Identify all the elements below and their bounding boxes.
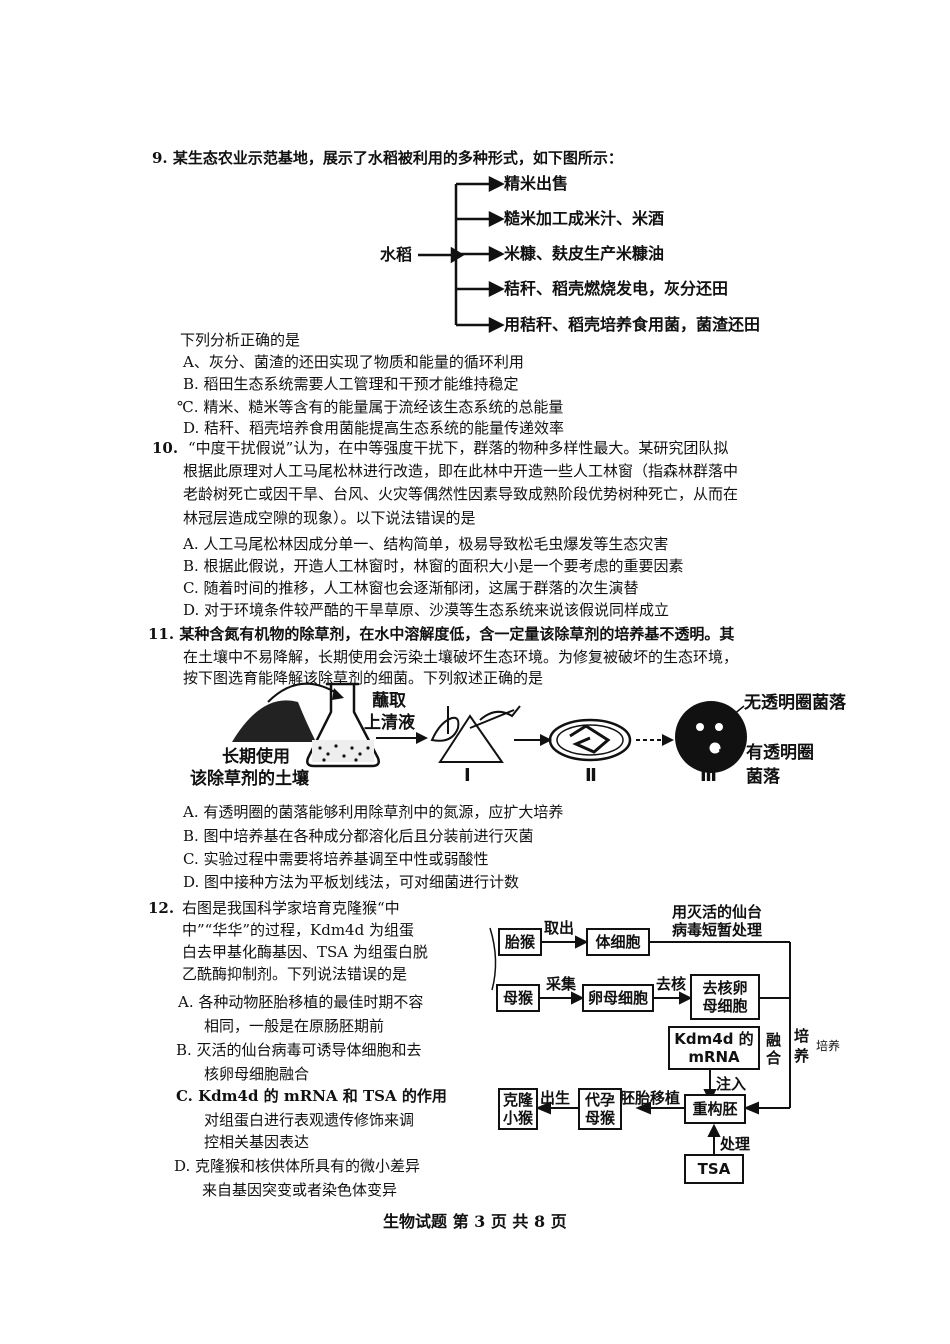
q12-option-c: C. Kdm4d 的 mRNA 和 TSA 的作用 [176, 1087, 447, 1105]
q9-option-d: D. 秸秆、稻壳培养食用菌能提高生态系统的能量传递效率 [183, 419, 565, 437]
q11-stage-iii: Ⅲ [700, 765, 718, 786]
page-footer: 生物试题 第 3 页 共 8 页 [383, 1212, 567, 1231]
q11-option-c: C. 实验过程中需要将培养基调至中性或弱酸性 [183, 850, 489, 868]
take-out-label: 取出 [544, 919, 575, 937]
fuse-label-2: 合 [766, 1049, 782, 1067]
birth-label: 出生 [540, 1089, 571, 1107]
q10-option-d: D. 对于环境条件较严酷的干旱草原、沙漠等生态系统来说该假说同样成立 [183, 601, 670, 619]
enucleated-oocyte-line1: 去核卵 [702, 979, 748, 997]
q12-option-a-cont: 相同，一般是在原肠胚期前 [204, 1017, 385, 1035]
clone-monkey-line2: 小猴 [502, 1109, 533, 1127]
enucleate-label: 去核 [656, 975, 687, 993]
q11-option-a: A. 有透明圈的菌落能够利用除草剂中的氮源，应扩大培养 [183, 803, 564, 821]
q12-line-3: 白去甲基化酶基因、TSA 为组蛋白脱 [182, 943, 428, 961]
q10-option-b: B. 根据此假说，开造人工林窗时，林窗的面积大小是一个要考虑的重要因素 [183, 557, 684, 575]
q11-stage-ii: Ⅱ [585, 765, 597, 786]
q11-line-1: 11. 某种含氮有机物的除草剂，在水中溶解度低，含一定量该除草剂的培养基不透明。… [148, 625, 735, 643]
q12-option-b-cont: 核卵母细胞融合 [204, 1065, 310, 1083]
q12-option-a: A. 各种动物胚胎移植的最佳时期不容 [178, 993, 424, 1011]
surrogate-line1: 代孕 [584, 1091, 615, 1109]
mother-monkey-box: 母猴 [496, 984, 540, 1012]
q10-line-3: 老龄树死亡或因干旱、台风、火灾等偶然性因素导致成熟阶段优势树种死亡，从而在 [183, 485, 739, 503]
q11-option-b: B. 图中培养基在各种成分都溶化后且分装前进行灭菌 [183, 827, 534, 845]
q11-take-label-1: 蘸取 [372, 691, 406, 711]
q9-option-a: A、灰分、菌渣的还田实现了物质和能量的循环利用 [183, 353, 524, 371]
inoculation-loop [430, 705, 521, 763]
enucleated-oocyte-box: 去核卵 母细胞 [690, 974, 760, 1020]
culture-label-1: 培 [794, 1027, 810, 1045]
q11-take-label-2: 上清液 [364, 713, 415, 733]
fuse-label-1: 融 [766, 1031, 782, 1049]
q9-stem: 9. 某生态农业示范基地，展示了水稻被利用的多种形式，如下图所示： [152, 149, 623, 167]
q9-branch-4: 秸秆、稻壳燃烧发电，灰分还田 [504, 279, 729, 298]
q11-no-halo-label: 无透明圈菌落 [744, 693, 846, 713]
q11-line-3: 按下图选育能降解该除草剂的细菌。下列叙述正确的是 [183, 669, 544, 687]
q11-line-2: 在土壤中不易降解，长期使用会污染土壤破坏生态环境。为修复被破坏的生态环境， [183, 648, 739, 666]
flask [306, 682, 380, 768]
q9-prompt: 下列分析正确的是 [180, 331, 301, 349]
q9-source-rice: 水稻 [380, 245, 413, 264]
tsa-box: TSA [684, 1154, 744, 1184]
q9-branch-1: 精米出售 [504, 174, 569, 193]
collect-label: 采集 [546, 975, 577, 993]
q9-option-c: ℃. 精米、糙米等含有的能量属于流经该生态系统的总能量 [177, 398, 564, 416]
q10-line-4: 林冠层造成空隙的现象）。以下说法错误的是 [183, 509, 476, 527]
q9-option-b: B. 稻田生态系统需要人工管理和干预才能维持稳定 [183, 375, 519, 393]
q11-option-d: D. 图中接种方法为平板划线法，可对细菌进行计数 [183, 873, 520, 891]
q12-option-d-cont: 来自基因突变或者染色体变异 [202, 1181, 398, 1199]
q11-stage-i: Ⅰ [464, 765, 471, 786]
q12-option-c-cont2: 控相关基因表达 [204, 1133, 310, 1151]
surrogate-line2: 母猴 [584, 1109, 615, 1127]
transfer-label: 胚胎移植 [620, 1089, 681, 1107]
culture-label-2: 养 [794, 1047, 810, 1065]
treat-label: 处理 [720, 1135, 751, 1153]
q12-option-b: B. 灭活的仙台病毒可诱导体细胞和去 [176, 1041, 422, 1059]
q10-line-2: 根据此原理对人工马尾松林进行改造，即在此林中开造一些人工林窗（指森林群落中 [183, 462, 739, 480]
q12-line-4: 乙酰酶抑制剂。下列说法错误的是 [182, 965, 408, 983]
surrogate-box: 代孕 母猴 [578, 1088, 622, 1130]
somatic-cell-box: 体细胞 [586, 928, 650, 956]
clone-monkey-line1: 克隆 [502, 1091, 533, 1109]
q9-branch-3: 米糠、麸皮生产米糠油 [504, 244, 665, 263]
virus-label-2: 病毒短暂处理 [672, 921, 763, 939]
q12-option-c-cont: 对组蛋白进行表观遗传修饰来调 [204, 1111, 415, 1129]
mrna-line2: mRNA [688, 1048, 740, 1066]
streak-plate [548, 718, 632, 762]
enucleated-oocyte-line2: 母细胞 [702, 997, 748, 1015]
q10-line-1: “中度干扰假说”认为，在中等强度干扰下，群落的物种多样性最大。某研究团队拟 [188, 439, 729, 457]
virus-label-1: 用灭活的仙台 [672, 903, 763, 921]
oocyte-box: 卵母细胞 [582, 984, 654, 1012]
q10-option-a: A. 人工马尾松林因成分单一、结构简单，极易导致松毛虫爆发等生态灾害 [183, 535, 669, 553]
q10-option-c: C. 随着时间的推移，人工林窗也会逐渐郁闭，这属于群落的次生演替 [183, 579, 639, 597]
q12-number: 12. [148, 899, 175, 917]
q12-option-d: D. 克隆猴和核供体所具有的微小差异 [174, 1157, 421, 1175]
q11-halo-label-1: 有透明圈 [746, 743, 814, 763]
q9-branch-2: 糙米加工成米汁、米酒 [504, 209, 665, 228]
reconstructed-embryo-box: 重构胚 [684, 1094, 746, 1124]
q10-number: 10. [152, 439, 179, 457]
q9-branch-5: 用秸秆、稻壳培养食用菌，菌渣还田 [504, 315, 761, 334]
q11-soil-label-1: 长期使用 [222, 747, 290, 767]
culture-small-label: 培养 [816, 1039, 841, 1053]
q11-halo-label-2: 菌落 [746, 767, 780, 787]
soil-mound [232, 700, 316, 742]
q11-soil-label-2: 该除草剂的土壤 [190, 769, 309, 789]
q12-line-2: 中”“华华”的过程，Kdm4d 为组蛋 [182, 921, 414, 939]
inject-label: 注入 [716, 1075, 747, 1093]
mrna-line1: Kdm4d 的 [674, 1030, 754, 1048]
clone-monkey-box: 克隆 小猴 [498, 1088, 538, 1130]
fetal-monkey-box: 胎猴 [498, 928, 542, 956]
mrna-box: Kdm4d 的 mRNA [668, 1026, 760, 1070]
q12-line-1: 右图是我国科学家培育克隆猴“中 [182, 899, 400, 917]
